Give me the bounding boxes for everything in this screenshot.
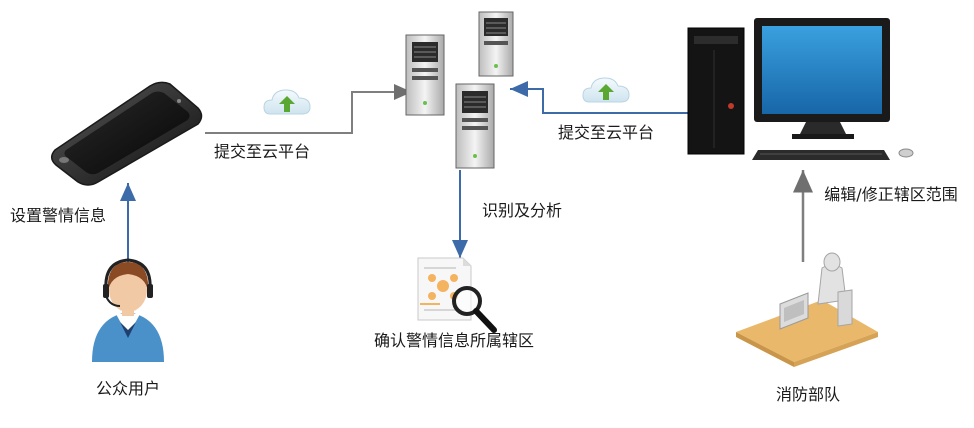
server-tower-2 (478, 11, 514, 77)
cloud-upload-icon-left (263, 89, 311, 115)
label-set-alert-info: 设置警情信息 (10, 206, 107, 225)
label-edit-district: 编辑/修正辖区范围 (824, 185, 958, 204)
label-confirm-district: 确认警情信息所属辖区 (373, 331, 534, 350)
label-fire-brigade: 消防部队 (775, 385, 840, 404)
server-cluster-icon (405, 11, 514, 169)
document-search-icon (417, 257, 497, 333)
label-submit-cloud-right: 提交至云平台 (558, 123, 655, 142)
smartphone-icon (51, 81, 203, 186)
label-submit-cloud-left: 提交至云平台 (214, 142, 311, 161)
server-tower-1 (405, 34, 445, 116)
fire-brigade-desk-icon (736, 252, 878, 367)
arrow-phone-to-server (205, 84, 412, 134)
label-public-user: 公众用户 (96, 379, 161, 398)
cloud-upload-icon-right (582, 77, 630, 103)
arrow-computer-to-server (510, 81, 688, 114)
label-recognize-analyze: 识别及分析 (481, 201, 562, 220)
public-user-icon (92, 258, 164, 362)
desktop-computer-icon (687, 18, 914, 160)
server-tower-3 (455, 83, 495, 169)
